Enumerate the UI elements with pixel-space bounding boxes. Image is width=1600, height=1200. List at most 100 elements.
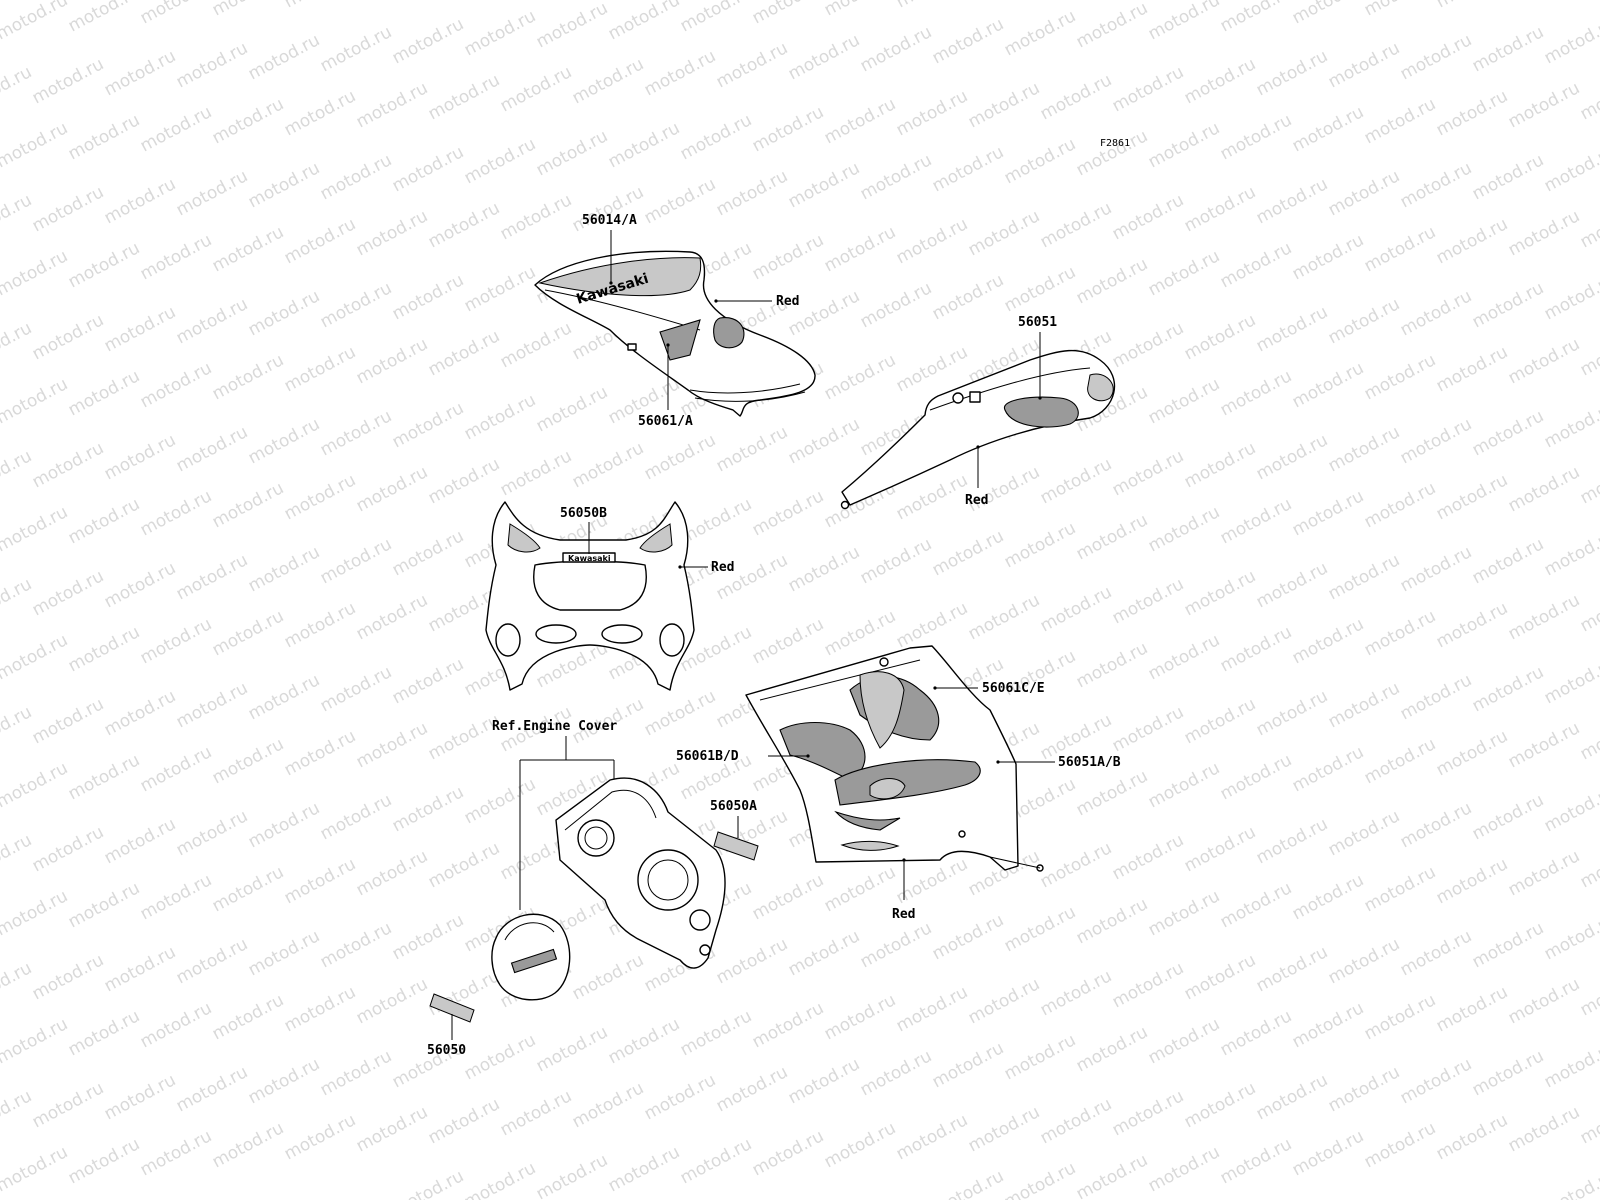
watermark-text: motod.ru — [1469, 1046, 1547, 1100]
watermark-text: motod.ru — [0, 374, 71, 428]
watermark-text: motod.ru — [317, 790, 395, 844]
watermark-text: motod.ru — [101, 814, 179, 868]
watermark-text: motod.ru — [1361, 350, 1439, 404]
watermark-text: motod.ru — [425, 454, 503, 508]
watermark-text: motod.ru — [1433, 982, 1511, 1036]
watermark-text: motod.ru — [1289, 358, 1367, 412]
callout-side-fairing-stripe-bd: 56061B/D — [676, 749, 810, 764]
watermark-text: motod.ru — [1505, 334, 1583, 388]
watermark-text: motod.ru — [29, 1078, 107, 1132]
watermark-text: motod.ru — [1541, 142, 1600, 196]
watermark-text: motod.ru — [1001, 262, 1079, 316]
watermark-text: motod.ru — [137, 1126, 215, 1180]
figure-code: F2861 — [1100, 138, 1130, 149]
watermark-text: motod.ru — [1289, 0, 1367, 28]
watermark-text: motod.ru — [1289, 1126, 1367, 1180]
watermark-text: motod.ru — [677, 1006, 755, 1060]
watermark-text: motod.ru — [1217, 750, 1295, 804]
watermark-text: motod.ru — [101, 942, 179, 996]
watermark-text: motod.ru — [1361, 0, 1439, 20]
watermark-text: motod.ru — [1397, 670, 1475, 724]
callout-56061A-label: 56061/A — [638, 414, 693, 429]
watermark-text: motod.ru — [209, 0, 287, 20]
watermark-text: motod.ru — [65, 622, 143, 676]
watermark-text: motod.ru — [173, 166, 251, 220]
watermark-text: motod.ru — [1001, 902, 1079, 956]
watermark-text: motod.ru — [389, 654, 467, 708]
watermark-text: motod.ru — [1253, 430, 1331, 484]
watermark-text: motod.ru — [389, 14, 467, 68]
watermark-text: motod.ru — [713, 1062, 791, 1116]
watermark-text: motod.ru — [1469, 22, 1547, 76]
watermark-text: motod.ru — [1541, 654, 1600, 708]
watermark-text: motod.ru — [209, 222, 287, 276]
watermark-text: motod.ru — [857, 22, 935, 76]
watermark-text: motod.ru — [857, 534, 935, 588]
watermark-text: motod.ru — [101, 558, 179, 612]
watermark-text: motod.ru — [1037, 70, 1115, 124]
watermark-text: motod.ru — [569, 438, 647, 492]
watermark-text: motod.ru — [1109, 702, 1187, 756]
watermark-text: motod.ru — [1361, 478, 1439, 532]
watermark-text: motod.ru — [353, 78, 431, 132]
watermark-text: motod.ru — [821, 862, 899, 916]
watermark-text: motod.ru — [1361, 1118, 1439, 1172]
callout-56061BD-label: 56061B/D — [676, 749, 739, 764]
watermark-text: motod.ru — [245, 670, 323, 724]
watermark-text: motod.ru — [461, 6, 539, 60]
watermark-text: motod.ru — [1325, 550, 1403, 604]
watermark-text: motod.ru — [173, 294, 251, 348]
watermark-text: motod.ru — [785, 414, 863, 468]
watermark-text: motod.ru — [1505, 206, 1583, 260]
watermark-text: motod.ru — [317, 1046, 395, 1100]
watermark-text: motod.ru — [1325, 294, 1403, 348]
watermark-text: motod.ru — [1181, 54, 1259, 108]
watermark-text: motod.ru — [317, 278, 395, 332]
watermark-text: motod.ru — [893, 214, 971, 268]
callout-56050A-label: 56050A — [710, 799, 757, 814]
watermark-text: motod.ru — [569, 1078, 647, 1132]
callout-tail-cover-decal: 56051 — [1018, 315, 1057, 400]
small-engine-cover-part — [491, 913, 571, 1001]
watermark-text: motod.ru — [1217, 622, 1295, 676]
ref-engine-cover-callout: Ref.Engine Cover — [492, 719, 617, 910]
watermark-text: motod.ru — [101, 302, 179, 356]
watermark-text: motod.ru — [389, 1166, 467, 1200]
callout-front-cowl-color: Red — [678, 560, 734, 575]
watermark-text: motod.ru — [749, 998, 827, 1052]
watermark-text: motod.ru — [641, 46, 719, 100]
watermark-text: motod.ru — [1253, 558, 1331, 612]
watermark-text: motod.ru — [245, 542, 323, 596]
watermark-text: motod.ru — [389, 398, 467, 452]
watermark-text: motod.ru — [29, 310, 107, 364]
watermark-text: motod.ru — [1109, 318, 1187, 372]
watermark-text: motod.ru — [245, 414, 323, 468]
watermark-text: motod.ru — [461, 774, 539, 828]
watermark-text: motod.ru — [929, 270, 1007, 324]
watermark-text: motod.ru — [1469, 150, 1547, 204]
watermark-text: motod.ru — [137, 998, 215, 1052]
front-cowl-brand: Kawasaki — [568, 554, 611, 563]
watermark-text: motod.ru — [1181, 694, 1259, 748]
watermark-text: motod.ru — [281, 0, 359, 12]
watermark-text: motod.ru — [1145, 0, 1223, 44]
watermark-text: motod.ru — [785, 158, 863, 212]
watermark-text: motod.ru — [497, 318, 575, 372]
watermark-text: motod.ru — [1541, 910, 1600, 964]
watermark-text: motod.ru — [1217, 0, 1295, 36]
watermark-text: motod.ru — [1253, 942, 1331, 996]
watermark-text: motod.ru — [497, 446, 575, 500]
watermark-text: motod.ru — [29, 694, 107, 748]
callout-side-fairing-red-label: Red — [892, 907, 915, 922]
watermark-text: motod.ru — [281, 342, 359, 396]
watermark-text: motod.ru — [1253, 46, 1331, 100]
watermark-text: motod.ru — [1397, 1054, 1475, 1108]
watermark-text: motod.ru — [1181, 1078, 1259, 1132]
callout-front-cowl-red-label: Red — [711, 560, 734, 575]
callout-56050B-label: 56050B — [560, 506, 607, 521]
watermark-text: motod.ru — [1397, 926, 1475, 980]
watermark-text: motod.ru — [1037, 582, 1115, 636]
watermark-text: motod.ru — [1361, 734, 1439, 788]
watermark-text: motod.ru — [0, 630, 71, 684]
